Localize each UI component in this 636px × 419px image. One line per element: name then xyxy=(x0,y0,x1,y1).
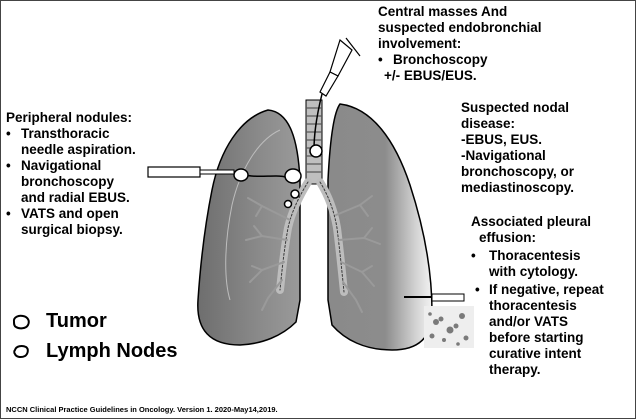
pleural-heading-line-1: Associated pleural xyxy=(471,214,591,230)
pleural-item-2: •If negative, repeat thoracentesis and/o… xyxy=(475,282,604,378)
peripheral-item-1-line-2: needle aspiration. xyxy=(6,142,136,158)
peripheral-item-3: •VATS and open surgical biopsy. xyxy=(6,206,136,238)
legend-lymph-label: Lymph Nodes xyxy=(46,340,178,363)
nodal-disease-block: Suspected nodal disease: -EBUS, EUS. -Na… xyxy=(461,100,574,196)
central-masses-block: Central masses And suspected endobronchi… xyxy=(378,4,542,84)
pleural-item-2-line-2: thoracentesis xyxy=(489,298,604,314)
nodal-line-6: mediastinoscopy. xyxy=(461,180,574,196)
peripheral-item-2: •Navigational bronchoscopy and radial EB… xyxy=(6,158,136,206)
nodal-line-3: -EBUS, EUS. xyxy=(461,132,574,148)
pleural-heading-line-2: effusion: xyxy=(479,230,591,246)
legend-lymph-nodes: Lymph Nodes xyxy=(10,340,178,363)
peripheral-heading: Peripheral nodules: xyxy=(6,110,136,126)
bullet: • xyxy=(471,248,489,264)
citation-footer: NCCN Clinical Practice Guidelines in Onc… xyxy=(6,405,278,414)
nodal-line-4: -Navigational xyxy=(461,148,574,164)
pleural-item-2-line-6: therapy. xyxy=(489,362,604,378)
peripheral-nodules-block: Peripheral nodules: •Transthoracic needl… xyxy=(6,110,136,238)
peripheral-item-2-line-3: and radial EBUS. xyxy=(6,190,136,206)
cytology-image xyxy=(424,306,474,348)
lymph-node-icon xyxy=(10,343,32,361)
pleural-item-2-line-1: If negative, repeat xyxy=(489,282,604,297)
nodal-line-1: Suspected nodal xyxy=(461,100,574,116)
central-heading-line-3: involvement: xyxy=(378,36,542,52)
bullet: • xyxy=(6,126,21,142)
peripheral-item-3-line-2: surgical biopsy. xyxy=(6,222,136,238)
peripheral-item-1-line-1: Transthoracic xyxy=(21,126,110,141)
pleural-item-1-line-2: with cytology. xyxy=(489,264,581,280)
pleural-item-1-line-1: Thoracentesis xyxy=(489,248,581,263)
central-heading-line-2: suspected endobronchial xyxy=(378,20,542,36)
peripheral-item-2-line-2: bronchoscopy xyxy=(6,174,136,190)
central-item-bronchoscopy: •Bronchoscopy xyxy=(378,52,542,68)
bullet: • xyxy=(6,158,21,174)
nodal-line-5: bronchoscopy, or xyxy=(461,164,574,180)
pleural-effusion-block: Associated pleural effusion: xyxy=(471,214,591,246)
pleural-item-2-line-5: curative intent xyxy=(489,346,604,362)
bullet: • xyxy=(378,52,393,68)
tumor-icon xyxy=(10,313,32,331)
peripheral-item-1: •Transthoracic needle aspiration. xyxy=(6,126,136,158)
central-heading-line-1: Central masses And xyxy=(378,4,542,20)
pleural-item-1: •Thoracentesis with cytology. xyxy=(471,248,581,280)
peripheral-item-3-line-1: VATS and open xyxy=(21,206,119,221)
bullet: • xyxy=(475,282,489,298)
legend-tumor: Tumor xyxy=(10,310,107,333)
peripheral-item-2-line-1: Navigational xyxy=(21,158,101,173)
right-lung xyxy=(328,104,432,350)
central-item-ebus: +/- EBUS/EUS. xyxy=(384,68,542,84)
legend-tumor-label: Tumor xyxy=(46,310,107,333)
pleural-item-2-line-4: before starting xyxy=(489,330,604,346)
nodal-line-2: disease: xyxy=(461,116,574,132)
bullet: • xyxy=(6,206,21,222)
pleural-item-2-line-3: and/or VATS xyxy=(489,314,604,330)
central-item-1-text: Bronchoscopy xyxy=(393,52,488,67)
